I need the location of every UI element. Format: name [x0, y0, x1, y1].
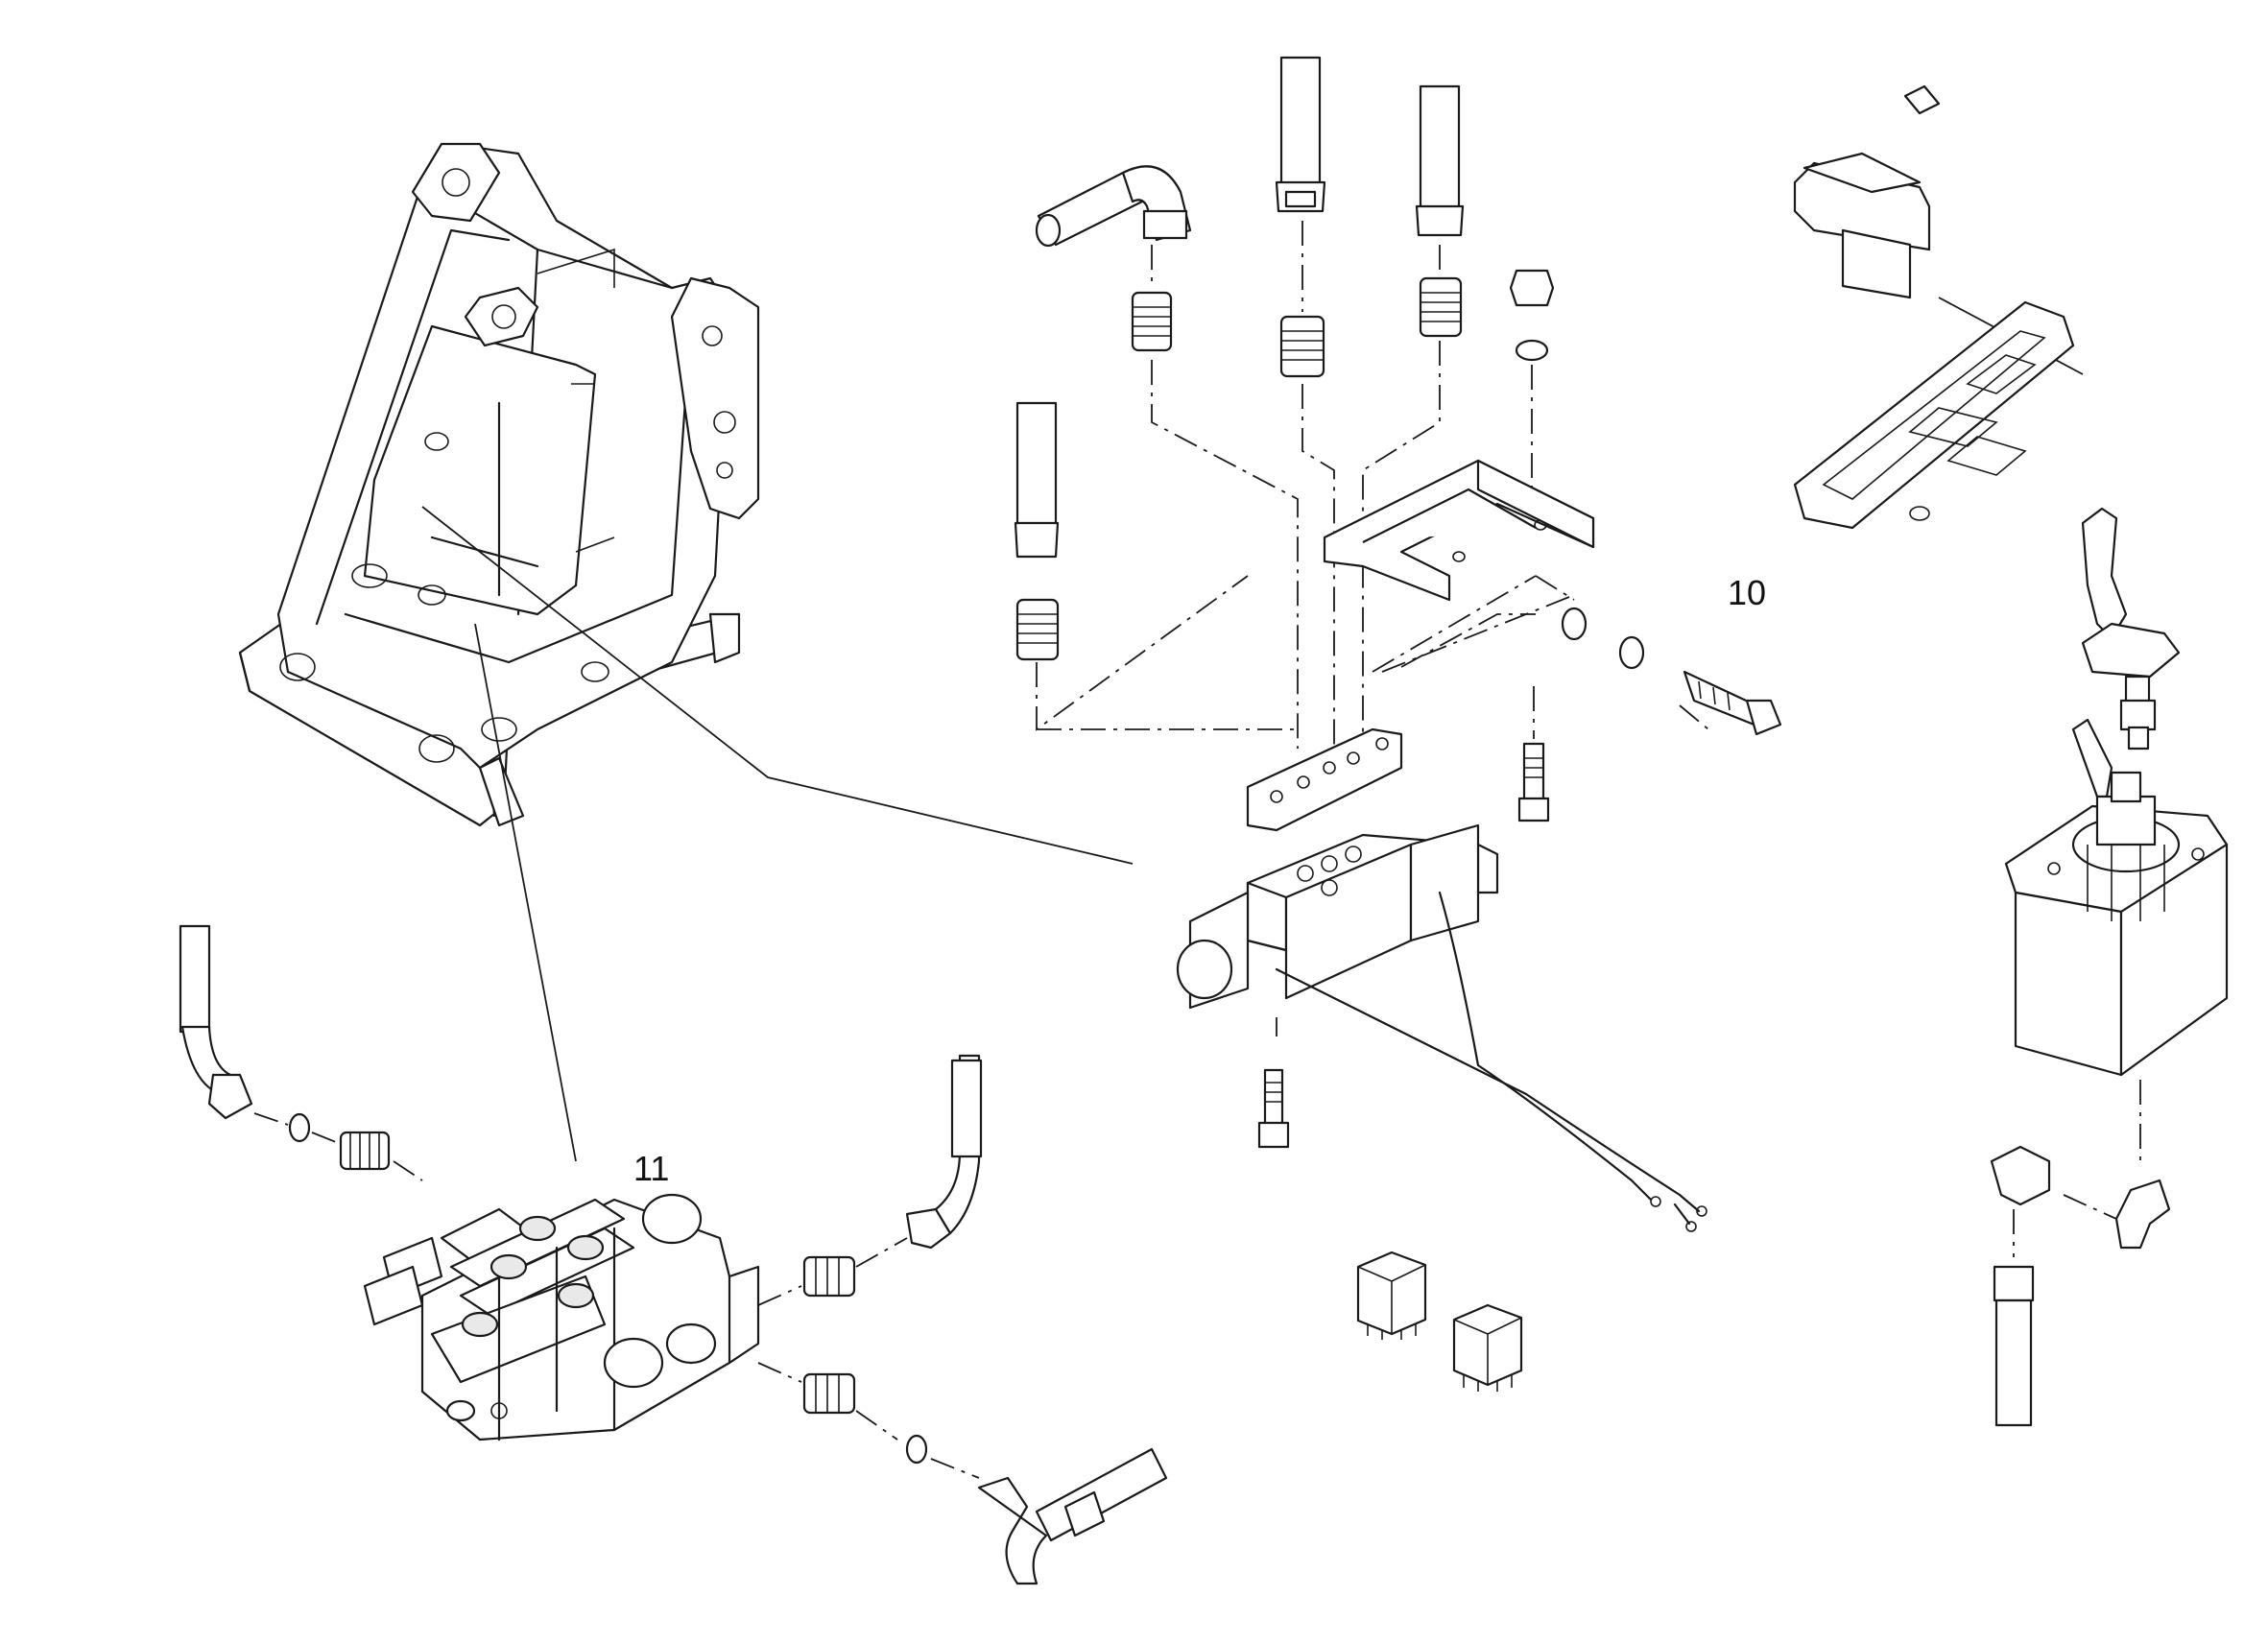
- relays: [1356, 1251, 1523, 1392]
- washer: [1515, 339, 1549, 362]
- vertical-bolt: [1517, 742, 1550, 822]
- joystick-handle: [2081, 507, 2181, 751]
- valve-bank-pipes: [757, 1054, 1168, 1585]
- top-hydraulic-fittings: [1014, 56, 1555, 661]
- solenoid-valve: [1176, 727, 1707, 1232]
- frame-leader-to-valve: [421, 506, 1134, 865]
- assembly-lines: [1036, 221, 1709, 1036]
- control-valve-bank: [363, 1193, 760, 1441]
- nipple-fittings: [1131, 276, 1463, 378]
- rocker-switch: [1793, 84, 1941, 299]
- mounting-bracket: [1323, 459, 1595, 602]
- right-fittings: [1990, 1145, 2171, 1427]
- bolt-assembly: [1561, 607, 1782, 736]
- left-pipe-elbow: [179, 924, 423, 1181]
- loader-frame: [238, 142, 760, 827]
- valve-bolt: [1257, 1068, 1290, 1149]
- frame-leader-to-valve-bank: [474, 623, 577, 1162]
- callout-11-label: 11: [633, 1149, 669, 1188]
- joystick-base: [2004, 718, 2229, 1166]
- switch-panel: [1793, 300, 2075, 530]
- hex-nut: [1509, 269, 1555, 307]
- callout-10-label: 10: [1728, 573, 1766, 612]
